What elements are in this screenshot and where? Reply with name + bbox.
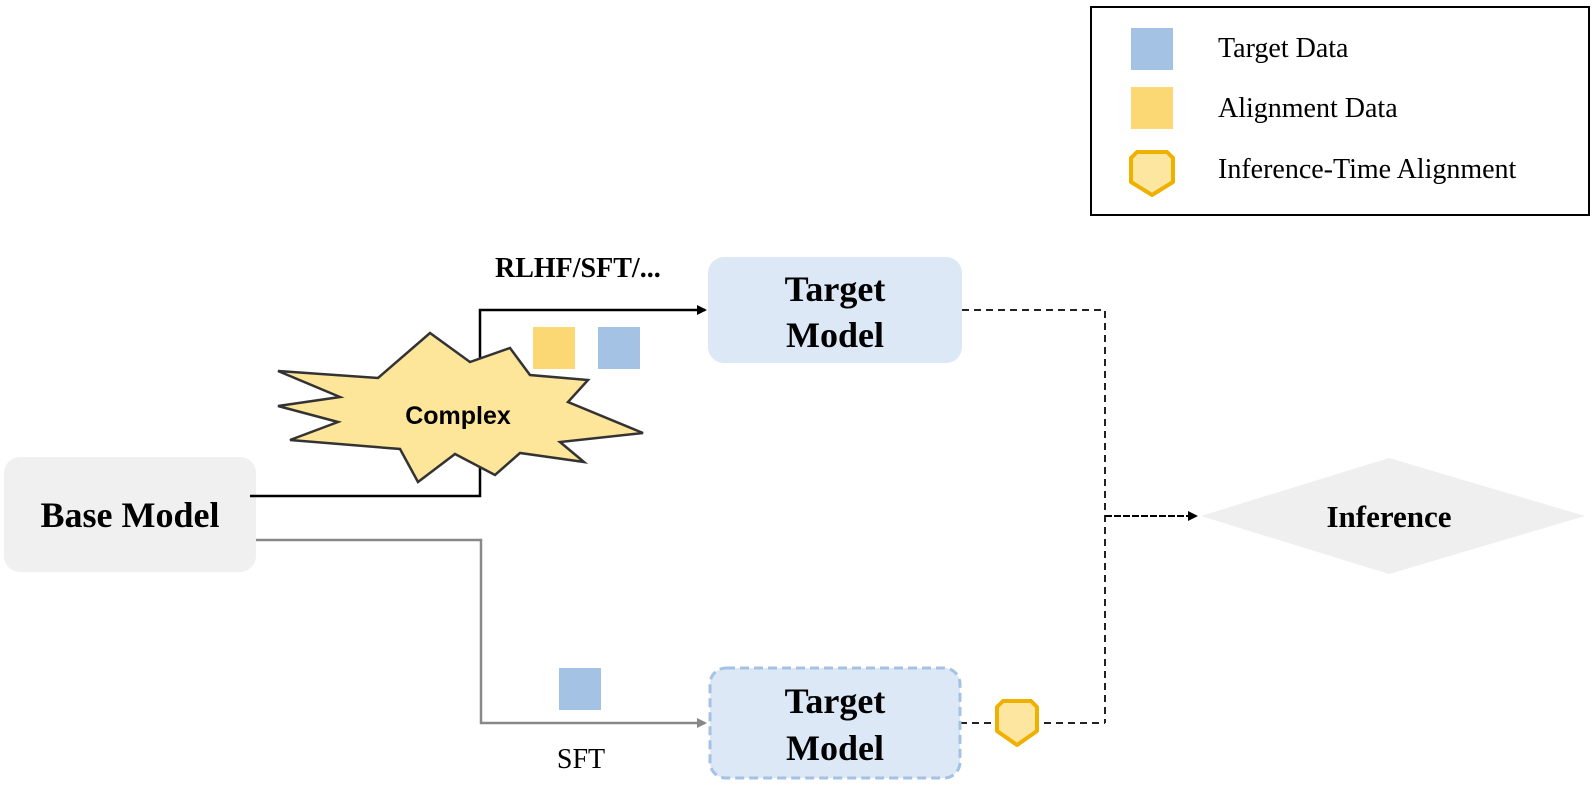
target-data-square-icon: [598, 327, 640, 369]
burst-shape-icon: [277, 331, 644, 484]
sft-target-data-square-icon: [559, 668, 601, 710]
top-model-dashed-connector: [962, 309, 1106, 723]
sft-label: SFT: [557, 744, 605, 775]
alignment-data-square-icon: [533, 327, 575, 369]
target-model-top-node: Target Model: [708, 257, 962, 363]
target-model-top-box: [708, 257, 962, 363]
shield-icon: [1129, 150, 1175, 197]
target-model-bottom-line2: Model: [786, 728, 884, 768]
target-model-bottom-box: [708, 666, 962, 780]
sft-path-arrow: [256, 538, 707, 728]
target-model-top-line2: Model: [786, 315, 884, 355]
legend-label-alignment-data: Alignment Data: [1218, 93, 1398, 124]
complex-label: Complex: [405, 402, 511, 430]
base-model-box: [4, 457, 256, 572]
inference-node: Inference: [1201, 458, 1585, 574]
complex-burst: Complex: [277, 331, 644, 484]
target-model-top-line1: Target: [785, 269, 886, 309]
inference-time-alignment-shield-icon: [995, 699, 1039, 747]
legend-label-target-data: Target Data: [1218, 33, 1349, 64]
inference-diamond: [1201, 458, 1585, 574]
inference-label: Inference: [1326, 499, 1451, 534]
legend: Target Data Alignment Data Inference-Tim…: [1090, 6, 1590, 216]
target-model-bottom-node: Target Model: [708, 666, 962, 780]
rlhf-label: RLHF/SFT/...: [495, 253, 661, 284]
base-model-label: Base Model: [41, 495, 220, 535]
base-model-node: Base Model: [4, 457, 256, 572]
target-data-swatch-icon: [1131, 28, 1173, 70]
alignment-data-swatch-icon: [1131, 87, 1173, 129]
legend-label-inference-time-alignment: Inference-Time Alignment: [1218, 154, 1517, 185]
target-model-bottom-line1: Target: [785, 681, 886, 721]
